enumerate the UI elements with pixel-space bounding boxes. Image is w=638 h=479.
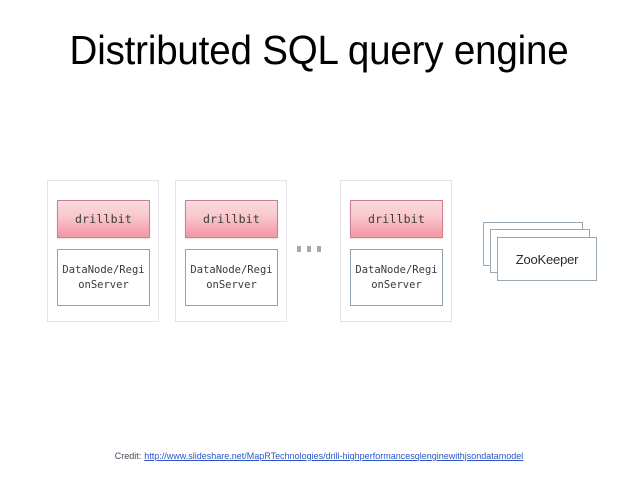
drillbit-box: drillbit — [57, 200, 150, 238]
zookeeper-stack: ZooKeeper — [480, 222, 600, 290]
cluster-node: drillbit DataNode/Regi onServer — [175, 180, 287, 322]
drillbit-label: drillbit — [75, 212, 132, 226]
credit-source-link[interactable]: http://www.slideshare.net/MapRTechnologi… — [144, 451, 524, 461]
cluster-node: drillbit DataNode/Regi onServer — [47, 180, 159, 322]
datanode-regionserver-box: DataNode/Regi onServer — [185, 249, 278, 306]
drillbit-label: drillbit — [368, 212, 425, 226]
page-title: Distributed SQL query engine — [69, 27, 569, 73]
ellipsis-dot — [297, 246, 301, 252]
credit-label: Credit: — [114, 451, 142, 461]
ellipsis-icon — [297, 246, 327, 254]
datanode-regionserver-label: DataNode/Regi onServer — [190, 263, 273, 291]
datanode-regionserver-box: DataNode/Regi onServer — [350, 249, 443, 306]
drillbit-box: drillbit — [185, 200, 278, 238]
drillbit-box: drillbit — [350, 200, 443, 238]
credit-line: Credit:http://www.slideshare.net/MapRTec… — [0, 450, 638, 463]
datanode-regionserver-label: DataNode/Regi onServer — [62, 263, 145, 291]
datanode-regionserver-box: DataNode/Regi onServer — [57, 249, 150, 306]
ellipsis-dot — [307, 246, 311, 252]
datanode-regionserver-label: DataNode/Regi onServer — [355, 263, 438, 291]
cluster-node: drillbit DataNode/Regi onServer — [340, 180, 452, 322]
drillbit-label: drillbit — [203, 212, 260, 226]
zookeeper-label: ZooKeeper — [515, 251, 579, 267]
architecture-diagram: drillbit DataNode/Regi onServer drillbit… — [0, 160, 638, 340]
ellipsis-dot — [317, 246, 321, 252]
zookeeper-card-front: ZooKeeper — [497, 237, 597, 281]
